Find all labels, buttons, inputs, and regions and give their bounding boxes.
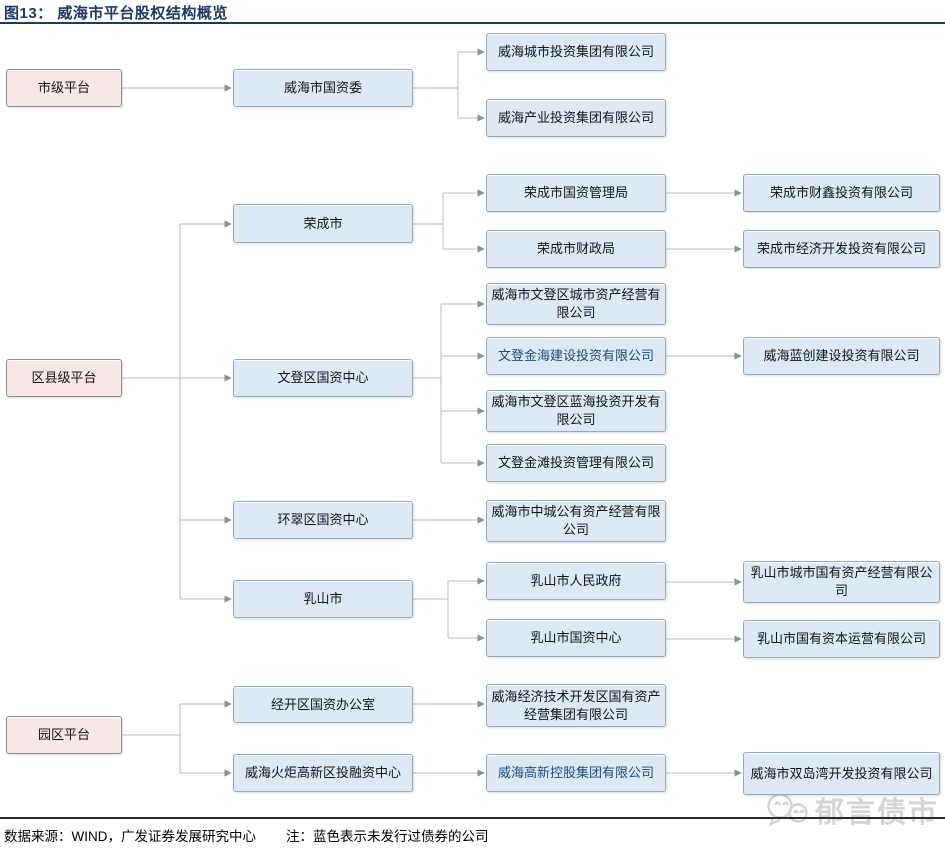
node-weihai-etdz-state-asset-group: 威海经济技术开发区国有资产经营集团有限公司 xyxy=(486,684,666,727)
node-rongcheng-finance-bureau: 荣成市财政局 xyxy=(486,230,666,268)
node-rongcheng-city: 荣成市 xyxy=(233,204,413,243)
node-wendeng-jintan-investment-management: 文登金滩投资管理有限公司 xyxy=(486,444,666,482)
node-weihai-shuangdaowan-development-investment: 威海市双岛湾开发投资有限公司 xyxy=(743,752,940,795)
title-divider xyxy=(0,22,945,24)
node-district-county-level-platform: 区县级平台 xyxy=(6,359,122,397)
node-weihai-torch-hightech-investment-center: 威海火炬高新区投融资中心 xyxy=(233,754,413,792)
footer-divider xyxy=(0,817,945,819)
node-wendeng-lanhai-investment-development: 威海市文登区蓝海投资开发有限公司 xyxy=(486,390,666,432)
node-wendeng-jinhai-construction-investment: 文登金海建设投资有限公司 xyxy=(486,337,666,375)
node-huancui-sasac-center: 环翠区国资中心 xyxy=(233,501,413,539)
org-chart: 市级平台 威海市国资委 威海城市投资集团有限公司 威海产业投资集团有限公司 区县… xyxy=(0,24,945,814)
node-weihai-zhongcheng-public-asset: 威海市中城公有资产经营有限公司 xyxy=(486,500,666,542)
node-weihai-hightech-holding-group: 威海高新控股集团有限公司 xyxy=(486,754,666,792)
node-wendeng-sasac-center: 文登区国资中心 xyxy=(233,359,413,397)
node-rushan-city-state-asset-management: 乳山市城市国有资产经营有限公司 xyxy=(743,561,940,603)
data-source-text: 数据来源：WIND，广发证券发展研究中心 xyxy=(4,829,256,844)
footer: 数据来源：WIND，广发证券发展研究中心 注：蓝色表示未发行过债券的公司 xyxy=(4,825,489,845)
note-text: 注：蓝色表示未发行过债券的公司 xyxy=(286,829,489,844)
node-jingkai-sasac-office: 经开区国资办公室 xyxy=(233,686,413,723)
watermark: 郁言债市 xyxy=(764,789,939,831)
node-rushan-city: 乳山市 xyxy=(233,580,413,618)
node-city-level-platform: 市级平台 xyxy=(6,69,122,107)
node-weihai-industry-investment-group: 威海产业投资集团有限公司 xyxy=(486,99,666,137)
node-rongcheng-sasac-bureau: 荣成市国资管理局 xyxy=(486,174,666,212)
node-park-platform: 园区平台 xyxy=(6,716,122,754)
node-rushan-peoples-government: 乳山市人民政府 xyxy=(486,562,666,600)
node-rongcheng-caixin-investment: 荣成市财鑫投资有限公司 xyxy=(743,174,940,212)
node-rushan-state-capital-operation: 乳山市国有资本运营有限公司 xyxy=(743,620,940,658)
watermark-text: 郁言债市 xyxy=(815,797,940,829)
connector-lines xyxy=(122,48,742,777)
node-weihai-sasac: 威海市国资委 xyxy=(233,69,413,107)
node-rushan-sasac-center: 乳山市国资中心 xyxy=(486,619,666,657)
node-weihai-city-investment-group: 威海城市投资集团有限公司 xyxy=(486,33,666,71)
node-weihai-lanchuang-construction-investment: 威海蓝创建设投资有限公司 xyxy=(743,337,940,375)
node-rongcheng-economic-development-investment: 荣成市经济开发投资有限公司 xyxy=(743,230,940,268)
node-wendeng-city-asset-management: 威海市文登区城市资产经营有限公司 xyxy=(486,283,666,325)
figure-title: 图13： 威海市平台股权结构概览 xyxy=(4,5,228,22)
